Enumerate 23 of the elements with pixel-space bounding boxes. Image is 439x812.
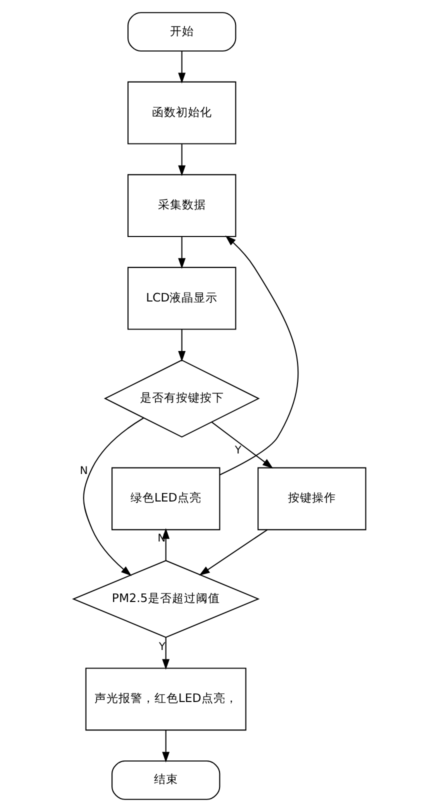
node-box: 按键操作 — [258, 467, 366, 530]
arrow — [162, 730, 170, 763]
edge-label: Y — [158, 640, 166, 653]
arrow — [83, 418, 144, 576]
arrow — [178, 329, 186, 362]
edge-label: N — [80, 464, 88, 477]
node-box: LCD液晶显示 — [127, 266, 236, 330]
arrow — [162, 637, 170, 670]
edge-label: Y — [234, 443, 242, 456]
arrow — [178, 236, 186, 269]
node-box: 采集数据 — [127, 174, 236, 238]
arrow — [178, 51, 186, 84]
node-box: 结束 — [112, 760, 220, 800]
arrow — [211, 422, 274, 468]
node-diamond: PM2.5是否超过阈值 — [72, 560, 260, 638]
node-box: 开始 — [127, 12, 236, 52]
node-diamond: 是否有按键按下 — [104, 360, 260, 438]
node-box: 函数初始化 — [127, 81, 236, 144]
arrow — [199, 529, 268, 576]
arrow — [178, 144, 186, 176]
node-box: 声光报警，红色LED点亮， — [85, 668, 246, 731]
arrow — [220, 236, 298, 476]
node-box: 绿色LED点亮 — [112, 467, 220, 530]
